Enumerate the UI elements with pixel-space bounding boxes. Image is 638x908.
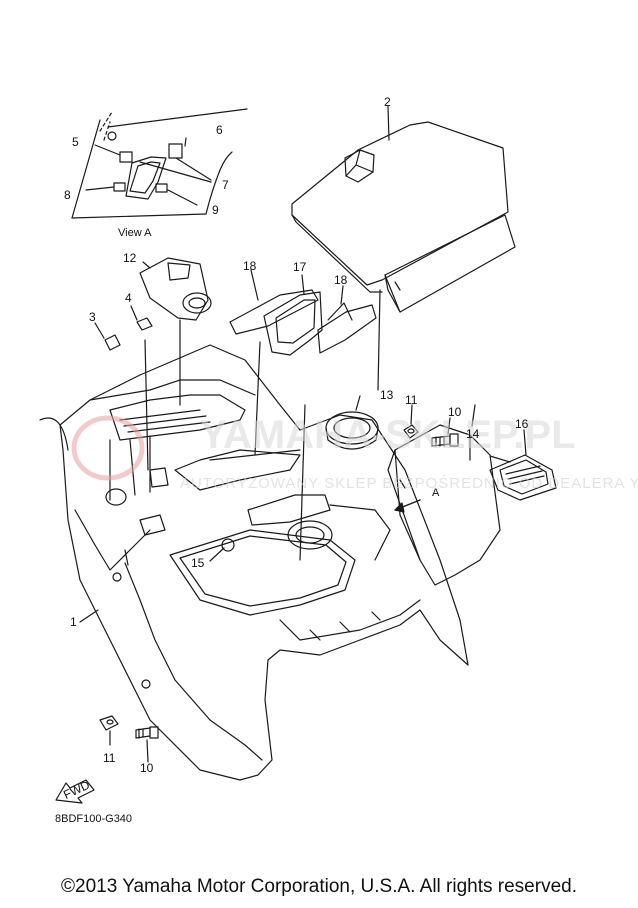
callout-1: 1 — [70, 615, 77, 629]
callout-16: 16 — [515, 417, 529, 431]
part-1-console — [39, 289, 469, 781]
callout-9: 9 — [212, 203, 219, 217]
part-12-cup — [139, 257, 212, 321]
watermark: YAMAHA-SKLEP.PL AUTORYZOWANY SKLEP BEZPO… — [71, 413, 638, 492]
part-2-lid — [291, 105, 516, 313]
drawing-code: 8BDF100-G340 — [55, 813, 132, 825]
callout-18b: 18 — [334, 273, 348, 287]
part-14-panel — [387, 404, 511, 586]
fwd-label: FWD — [61, 778, 92, 802]
callout-7: 7 — [222, 178, 229, 192]
callout-2: 2 — [384, 95, 391, 109]
callout-11a: 11 — [405, 393, 418, 407]
copyright-footer: ©2013 Yamaha Motor Corporation, U.S.A. A… — [61, 876, 577, 897]
callout-17: 17 — [293, 260, 307, 274]
callout-12: 12 — [123, 251, 137, 265]
callout-5: 5 — [72, 135, 79, 149]
part-16-pad — [489, 429, 557, 501]
watermark-subtext: AUTORYZOWANY SKLEP BEZPOŚREDNIO OD DEALE… — [180, 474, 638, 492]
part-13-grommet — [325, 395, 379, 450]
view-a-label: View A — [118, 227, 152, 239]
parts-3-4 — [94, 305, 153, 351]
callout-14: 14 — [466, 427, 480, 441]
callout-4: 4 — [125, 291, 132, 305]
callout-10b: 10 — [140, 761, 154, 775]
view-a-inset — [71, 108, 248, 219]
callout-10a: 10 — [448, 405, 462, 419]
fwd-arrow — [55, 779, 95, 804]
callout-6: 6 — [216, 123, 223, 137]
view-arrow-a: A — [432, 487, 440, 499]
callout-8: 8 — [64, 188, 71, 202]
diagram-canvas: YAMAHA-SKLEP.PL AUTORYZOWANY SKLEP BEZPO… — [39, 95, 638, 825]
callout-18a: 18 — [243, 259, 257, 273]
callout-11b: 11 — [103, 751, 116, 765]
fasteners — [99, 404, 459, 763]
callout-13: 13 — [380, 388, 394, 402]
part-17-18-brackets — [229, 269, 377, 356]
callout-15: 15 — [191, 556, 205, 570]
watermark-text: YAMAHA-SKLEP.PL — [200, 413, 576, 457]
callout-3: 3 — [89, 310, 96, 324]
